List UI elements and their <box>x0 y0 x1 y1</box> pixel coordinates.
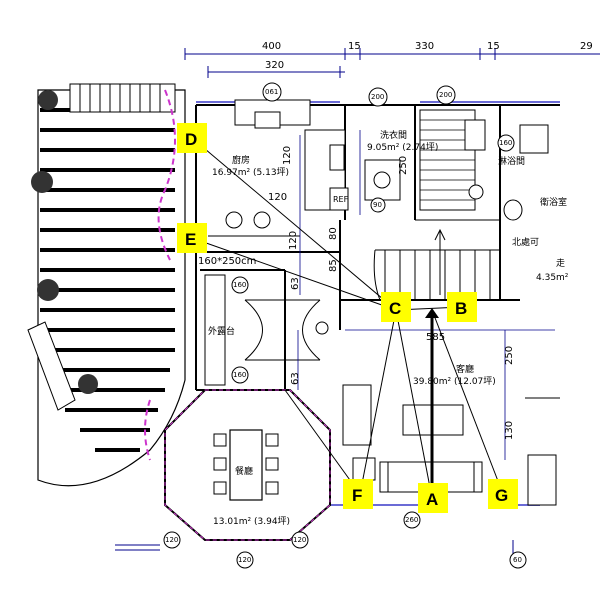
corridor-label: 走 <box>556 258 565 269</box>
dim-laundry-250: 250 <box>398 156 409 175</box>
tag-120b: 120 <box>293 536 306 544</box>
dim-85: 85 <box>328 259 339 272</box>
label-E: E <box>185 230 196 249</box>
tag-120a: 120 <box>165 536 178 544</box>
dining-area: 13.01m² (3.94坪) <box>213 516 290 527</box>
kitchen-area: 16.97m² (5.13坪) <box>212 167 289 178</box>
balcony-name: 外露台 <box>208 325 235 337</box>
dim-320: 320 <box>265 60 284 71</box>
dim-330: 330 <box>415 41 434 52</box>
tag-60: 60 <box>513 556 522 564</box>
internal-dimension-lines <box>297 130 555 460</box>
marker-F: F <box>343 479 373 509</box>
marker-A: A <box>418 483 448 513</box>
dim-15a: 15 <box>348 41 361 52</box>
tag-160a: 160 <box>499 139 512 147</box>
marker-E: E <box>177 223 207 253</box>
balcony <box>204 274 329 386</box>
dim-kitchen-120c: 120 <box>288 231 299 250</box>
marker-D: D <box>177 123 207 153</box>
laundry-area: 9.05m² (2.74坪) <box>367 142 438 153</box>
dim-250-living: 250 <box>504 346 515 365</box>
kitchen-name: 廚房 <box>232 154 250 166</box>
tag-90: 90 <box>373 201 382 209</box>
corridor-area: 4.35m² <box>536 273 569 283</box>
staircase <box>373 219 500 301</box>
laundry-fixtures <box>364 109 549 221</box>
tag-160b: 160 <box>233 281 246 289</box>
dim-80: 80 <box>328 227 339 240</box>
tag-120c: 120 <box>238 556 251 564</box>
dim-kitchen-120b: 120 <box>268 192 287 203</box>
living-area: 39.80m² (12.07坪) <box>413 376 496 387</box>
dim-160x250: 160*250cm <box>198 256 256 267</box>
kitchen-fixtures <box>208 99 349 237</box>
dining-name: 餐廳 <box>235 465 253 477</box>
tag-160c: 160 <box>233 371 246 379</box>
marker-G: G <box>488 479 518 509</box>
tag-200b: 200 <box>439 91 452 99</box>
laundry-name: 洗衣間 <box>380 129 407 141</box>
living-furniture <box>342 384 560 506</box>
dim-63a: 63 <box>290 277 301 290</box>
dim-kitchen-120a: 120 <box>282 146 293 165</box>
marker-B: B <box>447 292 477 322</box>
tag-260: 260 <box>405 516 418 524</box>
point-connections <box>191 137 504 499</box>
label-A: A <box>426 490 438 509</box>
north-label: 北處可 <box>512 236 539 248</box>
deck <box>27 83 186 487</box>
dim-63b: 63 <box>290 372 301 385</box>
marker-C: C <box>381 292 411 322</box>
dim-585: 585 <box>426 332 445 343</box>
right-partial-label: 衛浴室 <box>540 196 567 208</box>
label-G: G <box>495 486 508 505</box>
dim-130-living: 130 <box>504 421 515 440</box>
ref-label: REF <box>333 195 349 204</box>
tag-200a: 200 <box>371 93 384 101</box>
label-C: C <box>389 299 401 318</box>
label-B: B <box>455 299 467 318</box>
tag-061: 061 <box>265 88 278 96</box>
top-dimension-line <box>184 48 600 78</box>
dim-400: 400 <box>262 41 281 52</box>
dim-29: 29 <box>580 41 593 52</box>
bottom-right-tag <box>509 551 527 569</box>
axis-arrow <box>425 308 439 318</box>
living-name: 客廳 <box>456 363 474 375</box>
label-F: F <box>352 486 362 505</box>
label-D: D <box>185 130 197 149</box>
circle-tags <box>163 82 515 569</box>
dim-15b: 15 <box>487 41 500 52</box>
bath-name: 淋浴間 <box>498 155 525 167</box>
dining-room <box>164 389 331 541</box>
